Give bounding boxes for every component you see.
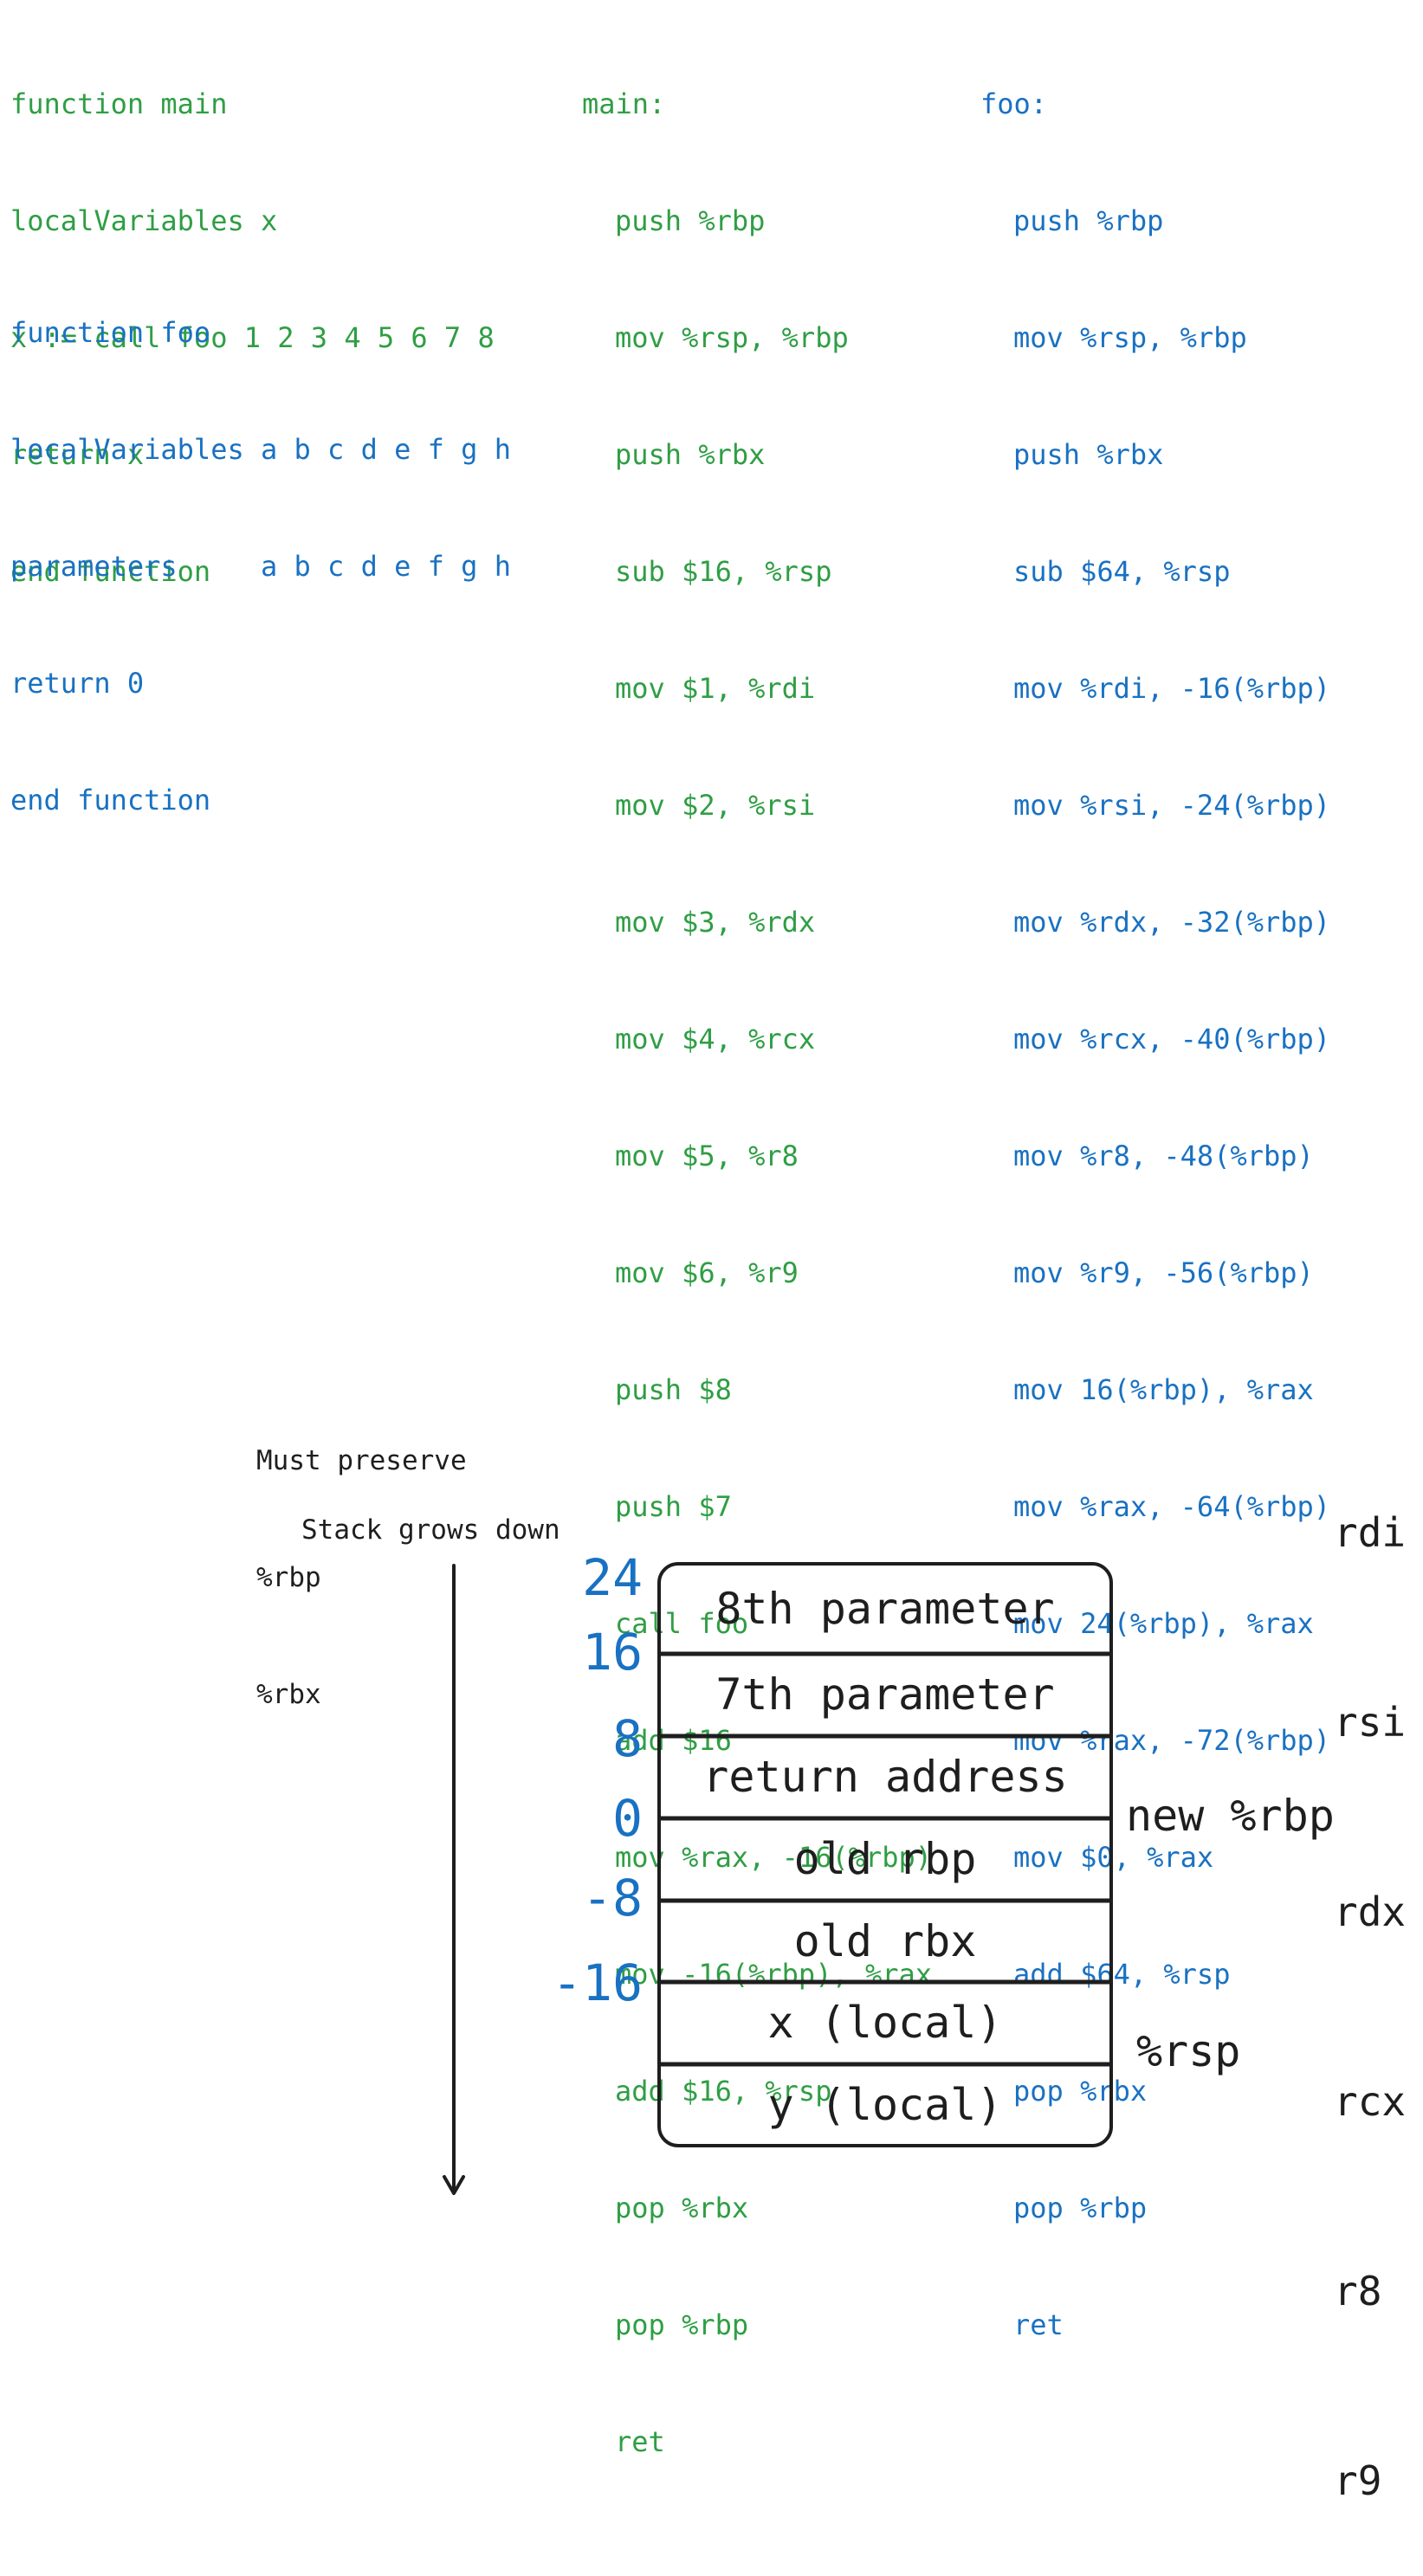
stack-cell: 7th parameter (715, 1669, 1055, 1720)
asm-instruction: ret (1013, 2308, 1064, 2341)
asm-instruction: mov $0, %rax (1013, 1841, 1214, 1874)
register-label: rsi (1334, 1699, 1407, 1746)
asm-instruction: mov %rsi, -24(%rbp) (1013, 789, 1331, 822)
stack-offset-label: 24 (582, 1548, 643, 1607)
stack-cell: old rbx (793, 1916, 977, 1966)
stack-direction-label: Stack grows down (301, 1514, 560, 1546)
asm-instruction: mov $4, %rcx (615, 1023, 816, 1056)
register-label: r8 (1334, 2268, 1382, 2315)
asm-instruction: ret (615, 2425, 665, 2458)
pseudocode-line: end function (10, 784, 211, 817)
stack-diagram (443, 1562, 1113, 2195)
asm-instruction: mov %rax, -16(%rbp) (615, 1841, 933, 1874)
pseudocode-line: x := call foo 1 2 3 4 5 6 7 8 (10, 321, 495, 354)
stack-cell: 8th parameter (715, 1584, 1055, 1634)
register-label: rcx (1334, 2078, 1407, 2125)
asm-instruction: pop %rbx (1013, 2075, 1148, 2108)
preserve-register: %rbp (256, 1562, 321, 1593)
stack-cell: x (local) (767, 1998, 1003, 2048)
frame-pointer-label: new %rbp (1126, 1791, 1335, 1841)
asm-instruction: add $16 (615, 1724, 732, 1757)
asm-instruction: sub $16, %rsp (615, 555, 832, 588)
argument-registers: rdi rsi rdx rcx r8 r9 (1334, 1375, 1406, 2576)
pseudocode-line: localVariables a b c d e f g h (10, 433, 511, 466)
stack-offset-label: -8 (582, 1869, 643, 1927)
assembly-foo: foo: push %rbp mov %rsp, %rbp push %rbx … (980, 7, 1330, 2384)
asm-instruction: push %rbx (1013, 438, 1164, 471)
asm-instruction: mov $5, %r8 (615, 1140, 799, 1172)
pseudocode-foo: function foo localVariables a b c d e f … (10, 236, 511, 859)
asm-instruction: push %rbp (615, 204, 766, 237)
stack-offset-label: 16 (582, 1623, 643, 1682)
assembly-main: main: push %rbp mov %rsp, %rbp push %rbx… (582, 7, 932, 2501)
asm-instruction: push $8 (615, 1373, 732, 1406)
register-label: r9 (1334, 2457, 1382, 2504)
asm-instruction: mov 24(%rbp), %rax (1013, 1607, 1314, 1640)
stack-cell: y (local) (767, 2080, 1003, 2130)
stack-cell: old rbp (793, 1834, 977, 1884)
stack-direction-arrow-icon (443, 1564, 465, 2195)
assembly-label-foo: foo: (980, 87, 1048, 120)
asm-instruction: mov -16(%rbp), %rax (615, 1958, 933, 1991)
asm-instruction: add $16, %rsp (615, 2075, 832, 2108)
asm-instruction: call foo (615, 1607, 749, 1640)
asm-instruction: mov %r9, -56(%rbp) (1013, 1256, 1314, 1289)
asm-instruction: mov 16(%rbp), %rax (1013, 1373, 1314, 1406)
pseudocode-line: return x (10, 438, 145, 471)
asm-instruction: push $7 (615, 1490, 732, 1523)
stack-cell: return address (702, 1752, 1068, 1802)
asm-instruction: mov %rax, -64(%rbp) (1013, 1490, 1331, 1523)
stack-offset-label: 8 (612, 1709, 643, 1768)
assembly-label-main: main: (582, 87, 666, 120)
asm-instruction: mov %rsp, %rbp (615, 321, 849, 354)
pseudocode-line: parameters a b c d e f g h (10, 550, 511, 583)
preserve-title: Must preserve (256, 1445, 467, 1476)
preserve-register: %rbx (256, 1679, 321, 1710)
stack-offset-label: 0 (612, 1789, 643, 1848)
preserve-note: Must preserve %rbp %rbx (256, 1364, 467, 1753)
register-label: rdi (1334, 1509, 1407, 1556)
asm-instruction: mov %rax, -72(%rbp) (1013, 1724, 1331, 1757)
asm-instruction: mov $3, %rdx (615, 906, 816, 939)
asm-instruction: mov %rdi, -16(%rbp) (1013, 672, 1331, 705)
pseudocode-line: localVariables x (10, 204, 278, 237)
stack-pointer-label: %rsp (1136, 2026, 1241, 2076)
asm-instruction: mov %rdx, -32(%rbp) (1013, 906, 1331, 939)
stack-offset-label: -16 (552, 1953, 643, 2012)
asm-instruction: mov %rsp, %rbp (1013, 321, 1247, 354)
stack-frame-box (657, 1562, 1113, 2147)
asm-instruction: mov $6, %r9 (615, 1256, 799, 1289)
register-label: rdx (1334, 1888, 1407, 1935)
pseudocode-line: function foo (10, 316, 211, 349)
asm-instruction: mov $1, %rdi (615, 672, 816, 705)
asm-instruction: mov $2, %rsi (615, 789, 816, 822)
asm-instruction: sub $64, %rsp (1013, 555, 1231, 588)
pseudocode-main: function main localVariables x x := call… (10, 7, 495, 630)
pseudocode-line: end function (10, 555, 211, 588)
pseudocode-line: return 0 (10, 667, 145, 700)
pseudocode-line: function main (10, 87, 228, 120)
asm-instruction: add $64, %rsp (1013, 1958, 1231, 1991)
asm-instruction: push %rbp (1013, 204, 1164, 237)
asm-instruction: pop %rbp (615, 2308, 749, 2341)
asm-instruction: mov %rcx, -40(%rbp) (1013, 1023, 1331, 1056)
asm-instruction: mov %r8, -48(%rbp) (1013, 1140, 1314, 1172)
asm-instruction: push %rbx (615, 438, 766, 471)
